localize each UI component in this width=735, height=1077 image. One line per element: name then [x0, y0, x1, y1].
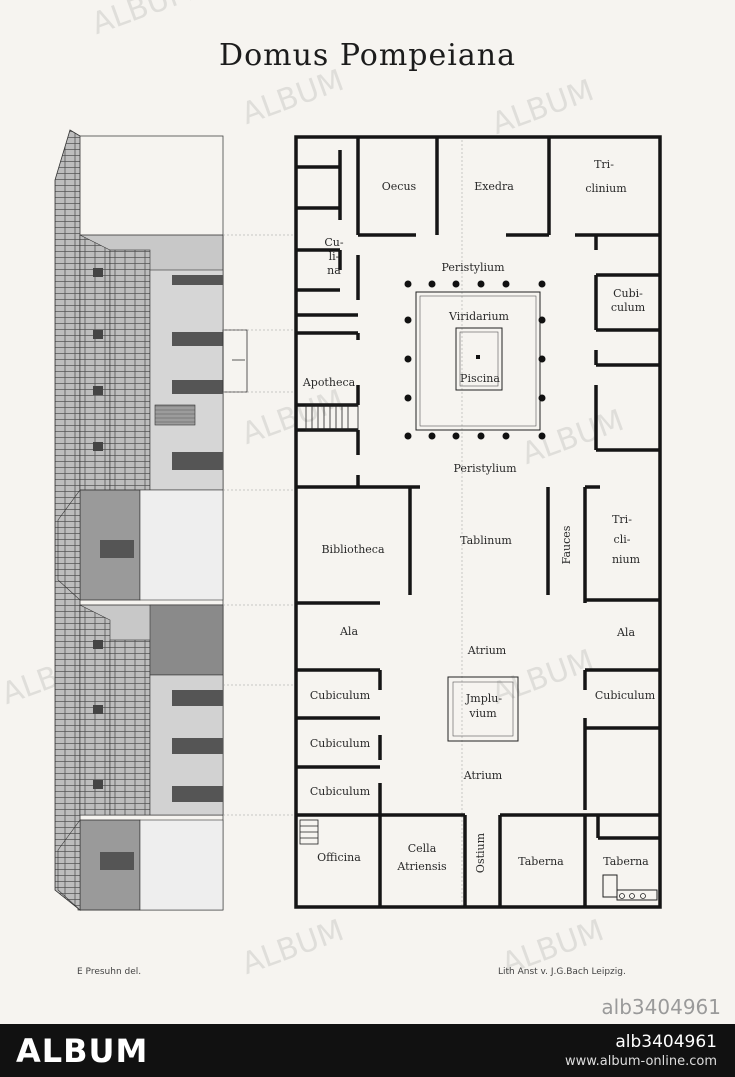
label-cubiculum-2: Cubiculum — [310, 737, 371, 750]
plate-title: Domus Pompeiana — [219, 38, 516, 73]
label-atrium-bottom: Atrium — [463, 769, 503, 782]
peristyle-columns — [404, 280, 546, 440]
album-logo: ALBUM — [16, 1032, 149, 1070]
label-viridarium: Viridarium — [448, 310, 510, 323]
label-impluvium-2: vium — [468, 707, 497, 720]
label-cella-2: Atriensis — [396, 860, 447, 873]
label-atrium-top: Atrium — [467, 644, 507, 657]
footer-site-link[interactable]: www.album-online.com — [564, 1054, 717, 1069]
label-exedra: Exedra — [474, 180, 514, 193]
label-triclinium-mid-3: nium — [612, 553, 641, 566]
label-impluvium-1: Jmplu- — [465, 692, 502, 705]
impluvium-basin — [447, 676, 519, 742]
label-triclinium-mid-1: Tri- — [612, 513, 632, 526]
label-peristylium-top: Peristylium — [441, 261, 505, 274]
label-cubiculum-right: Cubiculum — [595, 689, 656, 702]
label-triclinium-top-1: Tri- — [594, 158, 614, 171]
label-cubiculum-top-1: Cubi- — [613, 287, 643, 300]
label-cubiculum-3: Cubiculum — [310, 785, 371, 798]
artist-credit: E Presuhn del. — [77, 967, 142, 977]
label-culina-3: na — [327, 264, 341, 277]
label-ostium: Ostium — [474, 832, 487, 873]
room-labels: Oecus Exedra Tri- clinium Cu- li- na Per… — [302, 158, 656, 873]
label-cubiculum-1: Cubiculum — [310, 689, 371, 702]
footer-image-id: alb3404961 — [615, 1032, 717, 1052]
footer-info: alb3404961 www.album-online.com — [565, 1032, 717, 1069]
label-triclinium-mid-2: cli- — [614, 533, 631, 546]
label-tablinum: Tablinum — [460, 534, 512, 547]
label-piscina: Piscina — [460, 372, 500, 385]
label-bibliotheca: Bibliotheca — [321, 543, 384, 556]
label-taberna-right: Taberna — [603, 855, 649, 868]
floor-plan-drawing: Oecus Exedra Tri- clinium Cu- li- na Per… — [54, 129, 662, 911]
label-cubiculum-top-2: culum — [611, 301, 646, 314]
label-oecus: Oecus — [382, 180, 417, 193]
label-fauces: Fauces — [560, 525, 573, 564]
house-section-elevation — [54, 129, 248, 911]
taberna-counter — [602, 874, 658, 901]
printer-credit: Lith Anst v. J.G.Bach Leipzig. — [498, 967, 626, 977]
label-peristylium-bottom: Peristylium — [453, 462, 517, 475]
label-ala-right: Ala — [616, 626, 635, 639]
footer-bar: ALBUM alb3404961 www.album-online.com — [0, 1024, 735, 1077]
label-taberna-left: Taberna — [518, 855, 564, 868]
label-ala-left: Ala — [339, 625, 358, 638]
label-triclinium-top-2: clinium — [585, 182, 627, 195]
label-culina-1: Cu- — [324, 236, 344, 249]
label-culina-2: li- — [329, 250, 340, 263]
stairs — [299, 404, 359, 845]
label-cella-1: Cella — [408, 842, 437, 855]
label-apotheca: Apotheca — [302, 376, 356, 389]
alignment-lines — [223, 140, 463, 905]
label-officina: Officina — [317, 851, 361, 864]
watermark-image-id: alb3404961 — [601, 995, 721, 1019]
